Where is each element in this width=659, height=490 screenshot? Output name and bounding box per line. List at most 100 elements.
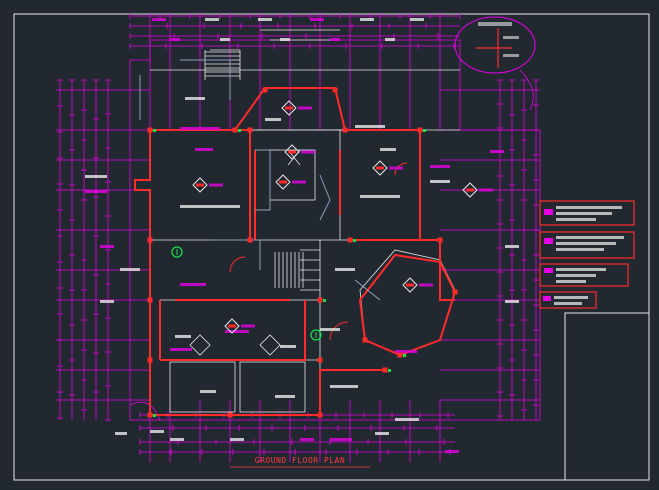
- room-tag-6[interactable]: [462, 182, 493, 198]
- column-marker-10: [147, 357, 153, 363]
- room-labels: [85, 18, 519, 453]
- column-marker-6: [347, 237, 353, 243]
- room-tag-text: [419, 283, 433, 287]
- room-tag-diamond: [462, 182, 478, 198]
- label-block-42: [100, 245, 114, 248]
- room-tag-text: [389, 166, 403, 170]
- detail-text-block-2: [503, 36, 519, 39]
- secondary-wall-2: [319, 174, 331, 221]
- column-marker-4: [147, 237, 153, 243]
- detail-text-block: [478, 22, 512, 26]
- room-tag-mark: [285, 106, 293, 110]
- secondary-wall-3: [210, 239, 261, 270]
- room-tag-3[interactable]: [192, 177, 223, 193]
- label-block-20: [360, 195, 400, 198]
- column-marker-12: [147, 412, 153, 418]
- legend-swatch-3: [544, 268, 553, 273]
- label-block-36: [330, 438, 352, 441]
- label-block-27: [225, 330, 249, 333]
- wall-2: [234, 87, 346, 131]
- secondary-wall-1: [255, 149, 271, 211]
- legend-box-3[interactable]: [539, 263, 629, 287]
- label-block-35: [395, 418, 419, 421]
- room-tag-mark: [228, 324, 236, 328]
- label-block-10: [385, 38, 395, 41]
- room-tag-text: [209, 183, 223, 187]
- label-block-9: [330, 38, 340, 41]
- wall-6: [350, 239, 455, 301]
- column-marker-green: [403, 354, 406, 357]
- label-block-13: [265, 118, 281, 121]
- label-block-38: [230, 438, 244, 441]
- column-marker-green: [323, 299, 326, 302]
- legend[interactable]: [539, 200, 635, 309]
- legend-swatch-2: [544, 238, 553, 244]
- room-tag-mark: [196, 183, 204, 187]
- column-marker-green: [153, 414, 156, 417]
- label-block-23: [120, 268, 140, 271]
- label-block-18: [85, 190, 107, 193]
- column-marker-17: [332, 87, 338, 93]
- label-block-33: [395, 350, 417, 353]
- secondary-wall-0: [180, 59, 231, 100]
- room-tag-0[interactable]: [281, 100, 312, 116]
- legend-text-4b: [554, 302, 582, 305]
- legend-text-2b: [556, 242, 616, 245]
- detail-callout-circle: [454, 16, 536, 74]
- label-block-30: [170, 348, 192, 351]
- label-block-22: [430, 180, 450, 183]
- legend-box-4[interactable]: [539, 291, 597, 309]
- label-block-29: [175, 335, 191, 338]
- legend-text-2a: [556, 236, 624, 239]
- room-tags[interactable]: [192, 100, 493, 334]
- label-block-6: [170, 38, 180, 41]
- column-marker-green: [153, 129, 156, 132]
- door-swing-1: [329, 321, 349, 341]
- legend-box-2[interactable]: [539, 231, 635, 259]
- garage-bay-1: [169, 361, 236, 413]
- label-block-24: [180, 283, 206, 286]
- dim-arc-2: [129, 401, 161, 421]
- column-marker-0: [147, 127, 153, 133]
- column-marker-11: [317, 357, 323, 363]
- column-marker-5: [247, 237, 253, 243]
- column-marker-19: [452, 289, 458, 295]
- column-marker-1: [247, 127, 253, 133]
- label-block-37: [170, 438, 184, 441]
- column-marker-green: [423, 129, 426, 132]
- column-marker-13: [227, 412, 233, 418]
- label-block-21: [430, 165, 450, 168]
- structure-lines: [150, 29, 460, 413]
- label-block-45: [490, 150, 504, 153]
- room-tag-7[interactable]: [284, 144, 315, 160]
- room-tag-text: [301, 150, 315, 154]
- label-block-11: [185, 97, 205, 100]
- legend-text-3b: [556, 274, 596, 277]
- door-swing-2: [229, 256, 246, 273]
- column-node-0: [171, 246, 183, 258]
- legend-text-2c: [556, 248, 604, 251]
- column-marker-15: [382, 367, 388, 373]
- wall-5: [319, 369, 385, 415]
- detail-callout[interactable]: [454, 16, 536, 74]
- label-block-40: [115, 432, 127, 435]
- room-tag-2[interactable]: [275, 174, 306, 190]
- room-tag-1[interactable]: [372, 160, 403, 176]
- legend-box-1[interactable]: [539, 200, 635, 226]
- label-block-47: [375, 432, 389, 435]
- room-tag-mark: [279, 180, 287, 184]
- room-tag-4[interactable]: [224, 318, 255, 334]
- label-block-43: [505, 300, 519, 303]
- wall-7: [358, 253, 457, 357]
- room-tag-diamond: [224, 318, 240, 334]
- column-marker-8: [147, 297, 153, 303]
- room-tag-5[interactable]: [402, 277, 433, 293]
- label-block-25: [335, 268, 355, 271]
- secondary-wall-lines: [139, 59, 381, 301]
- label-block-44: [505, 245, 519, 248]
- room-tag-mark: [376, 166, 384, 170]
- room-tag-diamond: [281, 100, 297, 116]
- column-node-1: [310, 329, 322, 341]
- room-tag-mark: [406, 283, 414, 287]
